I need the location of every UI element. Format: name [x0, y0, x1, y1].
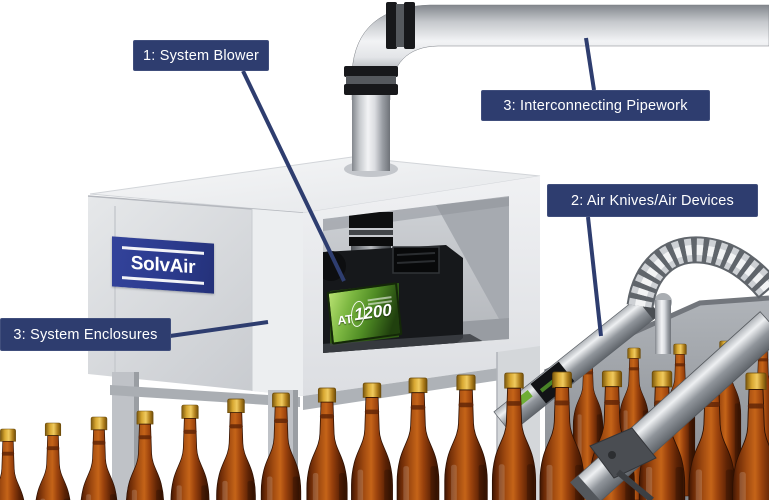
solvair-logo: SolvAir — [112, 236, 214, 294]
callout-leader-lines — [169, 37, 603, 338]
bottle — [80, 416, 118, 500]
leader-interconnecting-pipework — [584, 37, 596, 91]
blower-model-label: AT 1200 — [326, 282, 403, 345]
flexible-coil-hose — [626, 236, 769, 309]
air-knife-mount-bracket — [589, 427, 657, 500]
leader-system-blower — [241, 70, 346, 282]
leader-system-enclosures — [169, 320, 269, 338]
bottle — [34, 422, 72, 500]
callout-system-enclosures: 3: System Enclosures — [0, 318, 171, 351]
callout-air-knives: 2: Air Knives/Air Devices — [547, 184, 758, 217]
enclosure-corner-pillar — [252, 209, 303, 396]
blower-vent — [392, 246, 440, 274]
vertical-pipe-lower — [352, 130, 390, 171]
bottle — [216, 398, 256, 500]
bottle — [444, 374, 488, 500]
callout-system-blower: 1: System Blower — [133, 40, 269, 71]
logo-wordmark: SolvAir — [130, 252, 196, 278]
frame-crossbeam — [110, 385, 300, 407]
leader-air-knives — [586, 216, 603, 337]
interior-shadow — [436, 197, 509, 337]
blower-model-number: 1200 — [353, 300, 393, 325]
pipe-clamp — [344, 66, 398, 95]
air-supply-stub — [655, 300, 671, 354]
bottle — [170, 404, 210, 500]
bottle — [396, 377, 440, 500]
pipe-clamp — [386, 2, 415, 49]
bottle — [0, 428, 27, 500]
callout-interconnecting-pipework: 3: Interconnecting Pipework — [481, 90, 710, 121]
interconnecting-pipework — [344, 2, 769, 171]
enclosure-edge — [87, 195, 304, 214]
